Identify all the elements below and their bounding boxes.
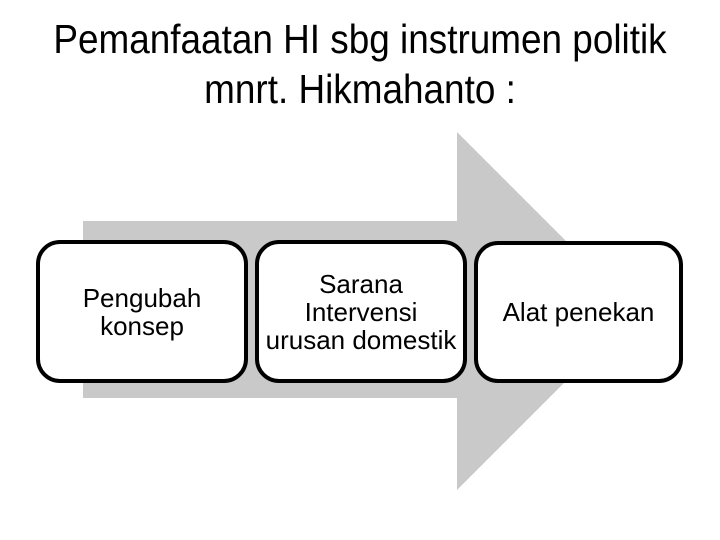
process-box-alat-penekan: Alat penekan: [474, 241, 683, 383]
process-box-label: Sarana Intervensi urusan domestik: [265, 268, 457, 355]
process-box-sarana-intervensi: Sarana Intervensi urusan domestik: [255, 240, 467, 383]
process-box-label: Alat penekan: [502, 297, 655, 327]
process-box-pengubah-konsep: Pengubah konsep: [36, 240, 248, 383]
process-box-label: Pengubah konsep: [82, 282, 202, 341]
slide-title: Pemanfaatan HI sbg instrumen politik mnr…: [36, 14, 684, 114]
slide-title-line-1: Pemanfaatan HI sbg instrumen politik: [53, 16, 667, 62]
slide-title-line-2: mnrt. Hikmahanto :: [204, 66, 516, 112]
